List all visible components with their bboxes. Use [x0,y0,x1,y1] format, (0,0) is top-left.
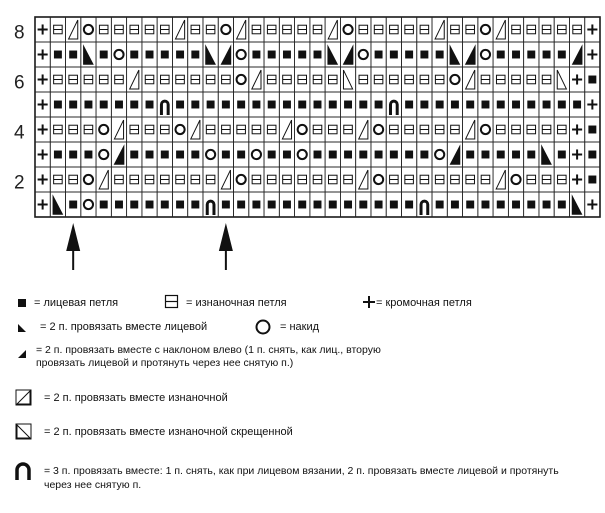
legend-k3tog-text: = 3 п. провязать вместе: 1 п. снять, как… [44,465,559,491]
k2tog-right-icon [18,324,26,332]
p2tog-crossed-icon [15,423,32,440]
legend-knit: = лицевая петля [14,296,194,312]
knit-square-icon [18,299,26,307]
k3tog-icon [15,462,31,480]
legend-k2tog-text: = 2 п. провязать вместе лицевой [40,321,208,333]
plus-icon [363,296,375,308]
row-number-label: 4 [14,122,25,143]
repeat-arrow-2 [218,223,233,270]
legend-p2tog: = 2 п. провязать вместе изнаночной [14,388,294,408]
legend-k2tog: = 2 п. провязать вместе лицевой [14,320,274,336]
legend-edge: = кромочная петля [362,294,542,312]
row-number-label: 6 [14,72,25,93]
legend-yarn-over-text: = накид [280,321,320,333]
legend-purl: = изнаночная петля [164,294,354,312]
legend-p2tog-crossed-text: = 2 п. провязать вместе изнаночной скрещ… [44,426,293,438]
row-number-label: 8 [14,22,25,43]
legend-knit-text: = лицевая петля [34,297,119,309]
legend-edge-text: = кромочная петля [376,297,472,309]
legend-p2tog-text: = 2 п. провязать вместе изнаночной [44,392,228,404]
purl-square-icon [164,294,179,309]
legend-p2tog-crossed: = 2 п. провязать вместе изнаночной скрещ… [14,422,374,442]
k2tog-left-icon [18,350,26,358]
legend-k3tog: = 3 п. провязать вместе: 1 п. снять, как… [14,462,574,496]
legend-purl-text: = изнаночная петля [186,297,287,309]
repeat-arrow-1 [66,223,81,270]
row-number-label: 2 [14,172,25,193]
legend-ssk-text: = 2 п. провязать вместе с наклоном влево… [36,344,381,369]
legend-ssk: = 2 п. провязать вместе с наклоном влево… [14,344,404,374]
knitting-chart: 2 4 6 8 [14,16,601,270]
yarn-over-icon [255,319,271,335]
p2tog-icon [15,389,32,406]
edge-stitch-cell [584,191,601,218]
legend-yarn-over: = накид [254,318,374,336]
